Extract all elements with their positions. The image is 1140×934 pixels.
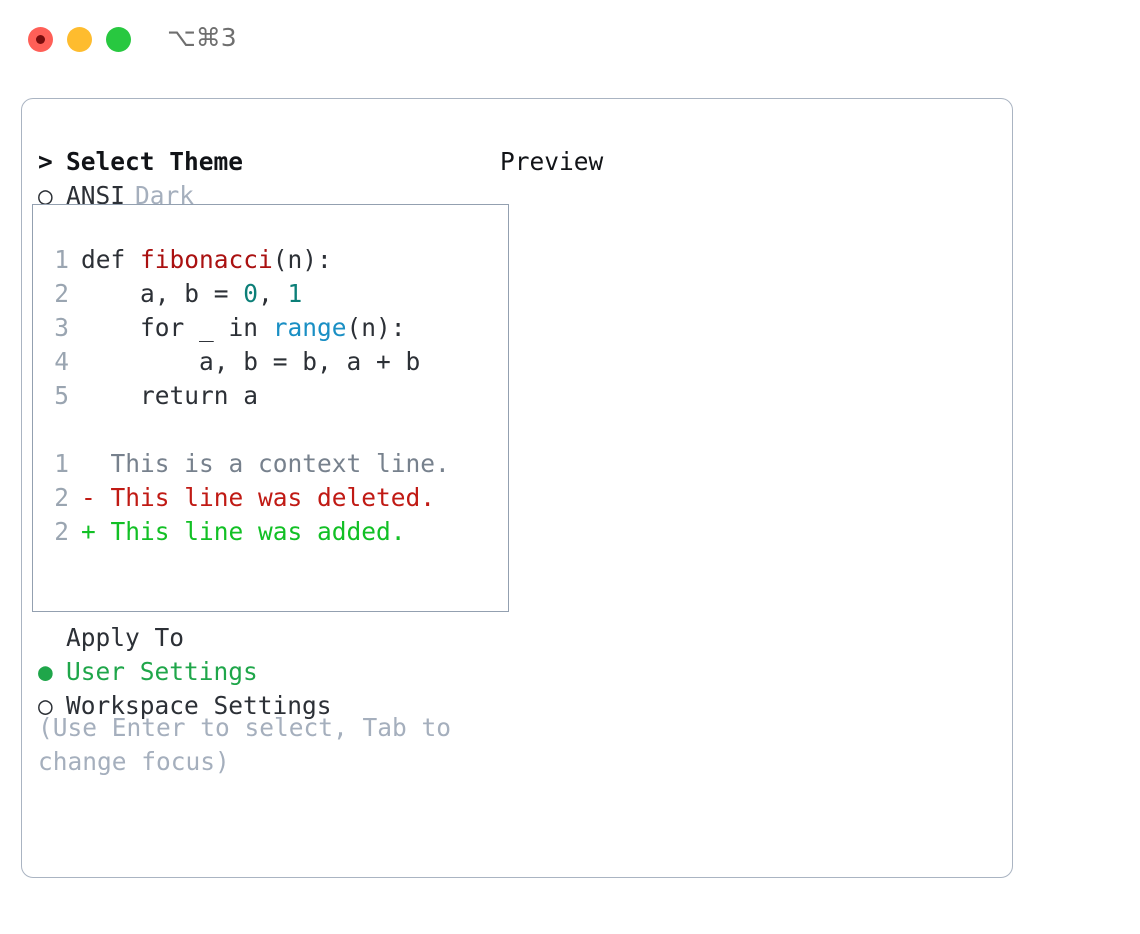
line-number: 5: [54, 381, 69, 410]
diff-line-added: 2 + This line was added.: [41, 515, 502, 549]
preview-title: Preview: [500, 147, 604, 176]
apply-to-header: Apply To: [38, 621, 488, 655]
code-token-builtin: range: [272, 313, 347, 342]
line-number: 1: [54, 449, 69, 478]
radio-unselected-icon: ○: [38, 691, 53, 720]
keyboard-hint-text: (Use Enter to select, Tab to change focu…: [38, 713, 452, 776]
code-token: return a: [81, 381, 259, 410]
code-line: 4 a, b = b, a + b: [41, 345, 502, 379]
apply-to-header-label: Apply To: [66, 623, 185, 652]
maximize-button[interactable]: [106, 27, 131, 52]
code-token-number: 0: [243, 279, 259, 308]
code-token: (n):: [346, 313, 406, 342]
radio-unselected-icon: ○: [38, 181, 53, 210]
line-number: 2: [54, 517, 69, 546]
window-traffic-lights: [28, 27, 131, 52]
diff-line-text: - This line was deleted.: [81, 483, 436, 512]
diff-line-text: This is a context line.: [81, 449, 450, 478]
preview-box: 1 def fibonacci(n): 2 a, b = 0, 1 3 for …: [32, 204, 509, 612]
line-number: 1: [54, 245, 69, 274]
main-panel: > Select Theme ○ ANSI Dark ○ Atom One Da…: [21, 98, 1013, 878]
line-number: 2: [54, 279, 69, 308]
line-number: 2: [54, 483, 69, 512]
code-line: 1 def fibonacci(n):: [41, 243, 502, 277]
code-token: a, b = b, a + b: [81, 347, 421, 376]
diff-line-context: 1 This is a context line.: [41, 447, 502, 481]
apply-to-option-label: Workspace Settings: [66, 691, 332, 720]
apply-to-option-label: User Settings: [66, 657, 258, 686]
diff-line-deleted: 2 - This line was deleted.: [41, 481, 502, 515]
code-diff-separator: [41, 413, 502, 447]
select-theme-header: > Select Theme: [38, 145, 488, 179]
code-preview-area: 1 def fibonacci(n): 2 a, b = 0, 1 3 for …: [41, 243, 502, 549]
code-line: 5 return a: [41, 379, 502, 413]
code-line: 3 for _ in range(n):: [41, 311, 502, 345]
line-number: 3: [54, 313, 69, 342]
prompt-caret-icon: >: [38, 147, 53, 176]
radio-selected-icon: ●: [38, 657, 53, 686]
code-token: (n):: [272, 245, 332, 274]
code-token-number: 1: [287, 279, 303, 308]
diff-line-text: + This line was added.: [81, 517, 406, 546]
code-token: def: [81, 245, 141, 274]
code-line: 2 a, b = 0, 1: [41, 277, 502, 311]
preview-column: Preview: [500, 145, 1000, 179]
line-number: 4: [54, 347, 69, 376]
no-marker-icon: [38, 621, 66, 655]
window-titlebar: ⌥⌘3: [0, 0, 1140, 78]
close-button[interactable]: [28, 27, 53, 52]
select-theme-header-label: Select Theme: [66, 147, 244, 176]
code-token: a, b =: [81, 279, 244, 308]
keyboard-shortcut-label: ⌥⌘3: [167, 23, 237, 52]
minimize-button[interactable]: [67, 27, 92, 52]
code-token-function: fibonacci: [140, 245, 273, 274]
apply-to-option-user-settings[interactable]: ● User Settings: [38, 655, 488, 689]
apply-to-option-workspace-settings[interactable]: ○ Workspace Settings: [38, 689, 488, 723]
code-token: ,: [258, 279, 288, 308]
code-token: for _ in: [81, 313, 273, 342]
